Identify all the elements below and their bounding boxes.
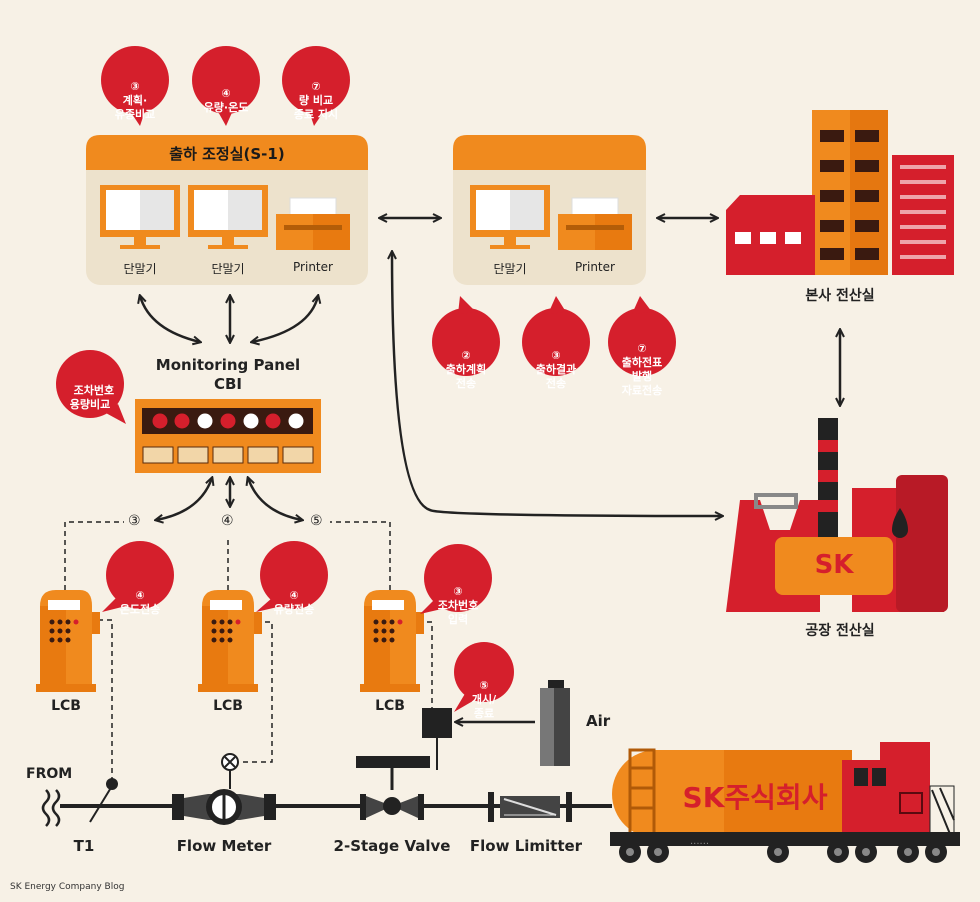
plant-room-label: 공장 전산실 (805, 623, 875, 639)
terminal-icon (100, 185, 180, 249)
bubble-text: 조차번호 입력 (437, 599, 479, 626)
printer-label: Printer (293, 260, 333, 274)
lcb-unit-icon (360, 590, 424, 692)
bubble-text: 온도전송 (119, 603, 161, 616)
bubble-number: ⑦ (311, 80, 321, 93)
terminal-label: 단말기 (493, 262, 527, 276)
arrows-panel-to-connectors (156, 478, 302, 520)
two-stage-valve-label: 2-Stage Valve (333, 837, 451, 855)
bubble-text: 출하결과 전송 (535, 363, 577, 390)
bubble-number: ⑤ (479, 679, 489, 692)
from-label: FROM (26, 766, 73, 782)
lcb-label: LCB (51, 698, 81, 714)
head-office-building-icon (726, 110, 954, 275)
head-office-label: 본사 전산실 (805, 288, 875, 304)
cbi-label: CBI (213, 375, 243, 393)
truck-dots: ...... (690, 836, 710, 847)
bubble-text: 개시/ 종료 (471, 693, 497, 720)
truck-sk-text: SK주식회사 (682, 781, 828, 814)
bubble-number: ④ (135, 589, 145, 602)
bubble-number: ③ (453, 585, 463, 598)
bubble-text: 유량·온도 (203, 101, 249, 114)
flow-meter-label: Flow Meter (176, 837, 272, 855)
plant-building-icon (726, 418, 948, 612)
temperature-sensor-icon (89, 778, 118, 823)
lcb-label: LCB (375, 698, 405, 714)
bubble-text: 출하전표 발행 자료전송 (621, 356, 663, 397)
arrow-plant-to-dispatch (392, 252, 722, 516)
callout-bubbles (56, 46, 676, 712)
connector-number: ④ (221, 513, 234, 529)
bubble-text: 량 비교 종료 지시 (293, 94, 339, 121)
printer-label: Printer (575, 260, 615, 274)
bubble-number: ③ (551, 349, 561, 362)
flow-meter-icon (172, 753, 276, 825)
t1-label: T1 (73, 837, 95, 855)
bubble-number: ② (461, 349, 471, 362)
terminal-label: 단말기 (123, 262, 157, 276)
dispatch-room-title: 출하 조정실(S-1) (169, 145, 285, 163)
printer-icon (558, 197, 632, 250)
bubble-number: ④ (289, 589, 299, 602)
credit-text: SK Energy Company Blog (10, 882, 125, 892)
actuator-box-icon (422, 708, 452, 770)
lcb-unit-icon (198, 590, 262, 692)
valve-actuator-bar (356, 756, 430, 790)
bubble-text: 조차번호 용량비교 (69, 384, 115, 411)
lcb-unit-icon (36, 590, 100, 692)
bubble-cbi-compare: 조차번호 용량비교 (56, 370, 124, 412)
bubble-number: ⑦ (637, 342, 647, 355)
terminal-label: 단말기 (211, 262, 245, 276)
bubble-number: ④ (221, 87, 231, 100)
connector-number: ③ (128, 513, 141, 529)
air-cylinder-icon (540, 680, 570, 766)
bubble-text: 출하계획 전송 (445, 363, 487, 390)
connector-number: ⑤ (310, 513, 323, 529)
monitoring-panel-label: Monitoring Panel (155, 356, 301, 374)
terminal-icon (188, 185, 268, 249)
cbi-panel-icon (135, 399, 321, 473)
printer-icon (276, 197, 350, 250)
flow-limiter-icon (488, 792, 572, 822)
bubble-text: 계획· 유종비교 (114, 94, 156, 121)
plant-sk-logo: SK (814, 550, 854, 580)
two-stage-valve-icon (360, 794, 424, 820)
arrows-dispatch-to-panel (140, 296, 318, 342)
air-label: Air (586, 712, 611, 730)
tank-truck-icon (610, 742, 960, 863)
bubble-number: ③ (130, 80, 140, 93)
lcb-label: LCB (213, 698, 243, 714)
flow-limiter-label: Flow Limitter (469, 837, 583, 855)
terminal-icon (470, 185, 550, 249)
bubble-text: 유량전송 (273, 603, 315, 616)
